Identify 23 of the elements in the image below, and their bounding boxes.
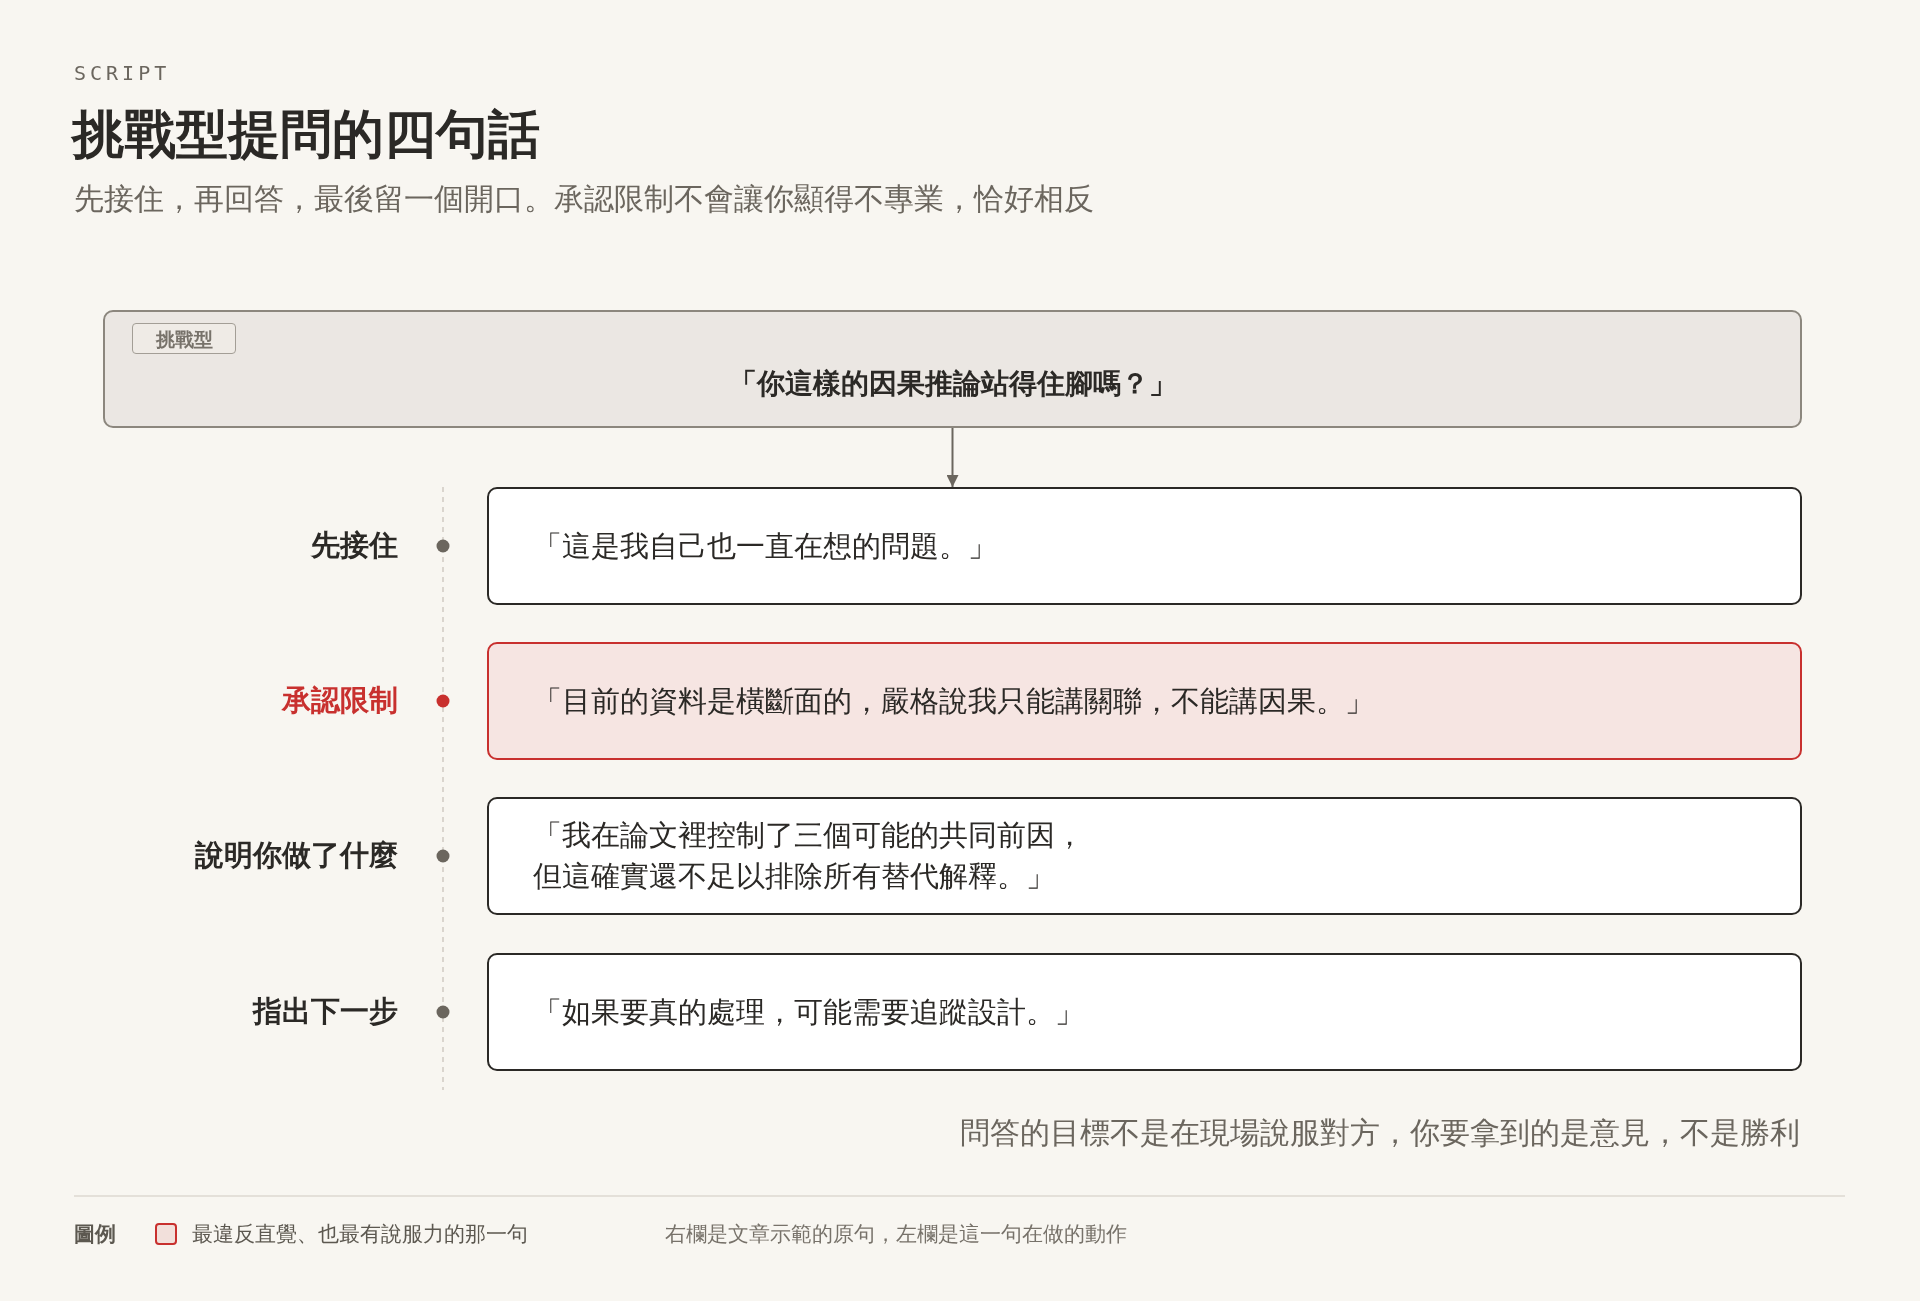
step-label: 指出下一步	[253, 993, 398, 1030]
kicker-text: SCRIPT	[74, 60, 171, 87]
step-label: 說明你做了什麼	[195, 837, 398, 874]
step-label: 承認限制	[282, 682, 398, 719]
quote-text: 「我在論文裡控制了三個可能的共同前因，但這確實還不足以排除所有替代解釋。」	[533, 817, 1085, 895]
category-tag: 挑戰型	[132, 323, 236, 354]
question-text: 「你這樣的因果推論站得住腳嗎？」	[728, 366, 1177, 402]
legend-note: 右欄是文章示範的原句，左欄是這一句在做的動作	[665, 1221, 1127, 1248]
quote-card	[487, 487, 1802, 605]
step-label: 先接住	[311, 527, 398, 564]
question-box	[103, 310, 1802, 428]
subtitle: 先接住，再回答，最後留一個開口。承認限制不會讓你顯得不專業，恰好相反	[74, 180, 1094, 218]
quote-card	[487, 953, 1802, 1071]
arrow	[946, 427, 959, 488]
legend-heading: 圖例	[74, 1221, 116, 1248]
quote-text: 「如果要真的處理，可能需要追蹤設計。」	[533, 993, 1084, 1031]
title: 挑戰型提問的四句話	[72, 102, 540, 166]
highlighted-quote-card	[487, 642, 1802, 760]
footer-note: 問答的目標不是在現場說服對方，你要拿到的是意見，不是勝利	[960, 1114, 1800, 1152]
quote-text: 「目前的資料是橫斷面的，嚴格說我只能講關聯，不能講因果。」	[533, 682, 1374, 720]
legend-text: 最違反直覺、也最有說服力的那一句	[192, 1221, 528, 1248]
quote-text: 「這是我自己也一直在想的問題。」	[533, 527, 997, 565]
quote-card	[487, 797, 1802, 915]
